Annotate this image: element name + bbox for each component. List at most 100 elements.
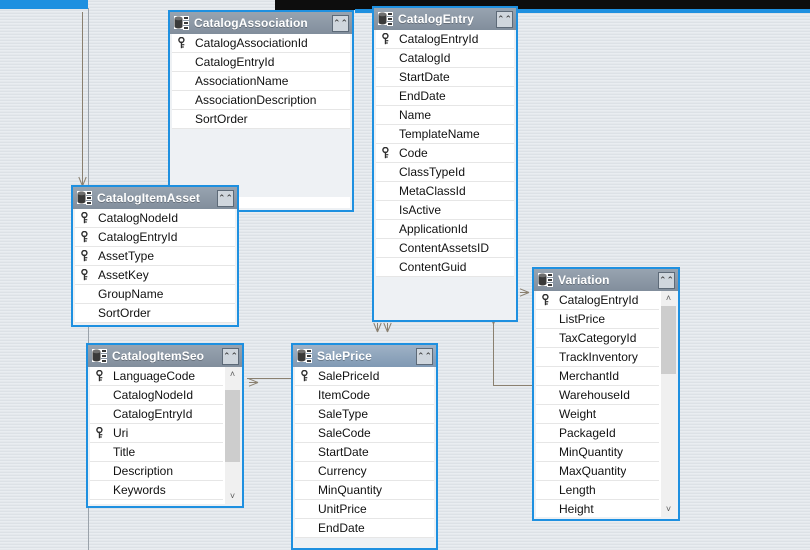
field-row[interactable]: Height xyxy=(536,500,659,517)
field-row[interactable]: TaxCategoryId xyxy=(536,329,659,348)
scrollbar-thumb[interactable] xyxy=(225,390,240,462)
field-key-placeholder xyxy=(75,285,97,303)
field-row[interactable]: UnitPrice xyxy=(295,500,434,519)
field-row[interactable]: CatalogEntryId xyxy=(536,291,659,310)
field-row[interactable]: PackageId xyxy=(536,424,659,443)
field-row[interactable]: AssociationDescription xyxy=(172,91,350,110)
field-row[interactable]: GroupName xyxy=(75,285,235,304)
field-row[interactable]: SaleType xyxy=(295,405,434,424)
scrollbar-track[interactable] xyxy=(225,382,240,489)
field-row[interactable]: ContentGuid xyxy=(376,258,514,277)
field-row[interactable]: AssetKey xyxy=(75,266,235,285)
field-row[interactable]: Currency xyxy=(295,462,434,481)
field-key-placeholder xyxy=(376,258,398,276)
field-row[interactable]: LanguageCode xyxy=(90,367,223,386)
field-row[interactable]: Keywords xyxy=(90,481,223,500)
field-row[interactable]: CatalogEntryId xyxy=(172,53,350,72)
table-catalogassociation[interactable]: CatalogAssociation⌃⌃CatalogAssociationId… xyxy=(168,10,354,212)
field-row[interactable]: MaxQuantity xyxy=(536,462,659,481)
field-row[interactable]: CatalogEntryId xyxy=(376,30,514,49)
scroll-up-icon[interactable]: ˄ xyxy=(661,291,676,306)
field-row[interactable]: Code xyxy=(376,144,514,163)
field-row[interactable]: EndDate xyxy=(376,87,514,106)
field-row[interactable]: CatalogAssociationId xyxy=(172,34,350,53)
table-header[interactable]: Variation⌃⌃ xyxy=(534,269,678,291)
field-row[interactable]: Title xyxy=(90,443,223,462)
field-row[interactable]: IsActive xyxy=(376,201,514,220)
field-key-placeholder xyxy=(90,443,112,461)
field-row[interactable]: CatalogEntryId xyxy=(90,405,223,424)
primary-key-icon xyxy=(75,209,97,227)
scroll-down-icon[interactable]: ˅ xyxy=(225,489,240,504)
field-row[interactable]: ListPrice xyxy=(536,310,659,329)
field-row[interactable]: MinQuantity xyxy=(295,481,434,500)
field-row[interactable]: CatalogNodeId xyxy=(75,209,235,228)
field-row[interactable]: ItemCode xyxy=(295,386,434,405)
scrollbar-thumb[interactable] xyxy=(661,306,676,374)
vertical-scrollbar[interactable]: ˄˅ xyxy=(224,367,240,504)
table-header[interactable]: CatalogItemSeo⌃⌃ xyxy=(88,345,242,367)
field-key-placeholder xyxy=(295,443,317,461)
field-row[interactable]: Uri xyxy=(90,424,223,443)
field-row[interactable]: Weight xyxy=(536,405,659,424)
relationship-line[interactable] xyxy=(493,322,494,385)
field-row[interactable]: CatalogEntryId xyxy=(75,228,235,247)
table-header[interactable]: CatalogEntry⌃⌃ xyxy=(374,8,516,30)
collapse-chevrons-icon[interactable]: ⌃⌃ xyxy=(658,271,675,289)
top-accent-band xyxy=(0,0,88,9)
field-row[interactable]: Description xyxy=(90,462,223,481)
field-row[interactable]: SortOrder xyxy=(75,304,235,323)
collapse-chevrons-icon[interactable]: ⌃⌃ xyxy=(416,347,433,365)
field-row[interactable]: MetaClassId xyxy=(376,182,514,201)
vertical-scrollbar[interactable]: ˄˅ xyxy=(660,291,676,517)
relationship-line[interactable] xyxy=(493,385,533,386)
table-header[interactable]: CatalogItemAsset⌃⌃ xyxy=(73,187,237,209)
field-row[interactable]: Length xyxy=(536,481,659,500)
field-row[interactable]: StartDate xyxy=(295,443,434,462)
field-row[interactable]: EndDate xyxy=(295,519,434,538)
field-row[interactable]: MerchantId xyxy=(536,367,659,386)
collapse-chevrons-icon[interactable]: ⌃⌃ xyxy=(496,10,513,28)
collapse-chevrons-icon[interactable]: ⌃⌃ xyxy=(217,189,234,207)
field-row[interactable]: WarehouseId xyxy=(536,386,659,405)
field-row[interactable]: Name xyxy=(376,106,514,125)
field-row[interactable]: ClassTypeId xyxy=(376,163,514,182)
table-header[interactable]: CatalogAssociation⌃⌃ xyxy=(170,12,352,34)
field-row[interactable]: CatalogNodeId xyxy=(90,386,223,405)
field-key-placeholder xyxy=(536,481,558,499)
relationship-line[interactable] xyxy=(82,12,83,184)
scroll-up-icon[interactable]: ˄ xyxy=(225,367,240,382)
field-row[interactable]: ApplicationId xyxy=(376,220,514,239)
table-header[interactable]: SalePrice⌃⌃ xyxy=(293,345,436,367)
field-row[interactable]: AssetType xyxy=(75,247,235,266)
field-row[interactable]: AssociationName xyxy=(172,72,350,91)
field-name: CatalogEntryId xyxy=(559,293,639,307)
collapse-chevrons-icon[interactable]: ⌃⌃ xyxy=(222,347,239,365)
field-row[interactable]: MinQuantity xyxy=(536,443,659,462)
scroll-down-icon[interactable]: ˅ xyxy=(661,502,676,517)
field-row[interactable]: CatalogId xyxy=(376,49,514,68)
relationship-line[interactable] xyxy=(247,378,292,379)
field-row[interactable]: SaleCode xyxy=(295,424,434,443)
field-row[interactable]: StartDate xyxy=(376,68,514,87)
field-row[interactable]: TrackInventory xyxy=(536,348,659,367)
field-row[interactable]: SortOrder xyxy=(172,110,350,129)
field-row[interactable]: TemplateName xyxy=(376,125,514,144)
field-row[interactable]: ContentAssetsID xyxy=(376,239,514,258)
scrollbar-track[interactable] xyxy=(661,306,676,502)
field-row[interactable]: SalePriceId xyxy=(295,367,434,386)
collapse-chevrons-icon[interactable]: ⌃⌃ xyxy=(332,14,349,32)
